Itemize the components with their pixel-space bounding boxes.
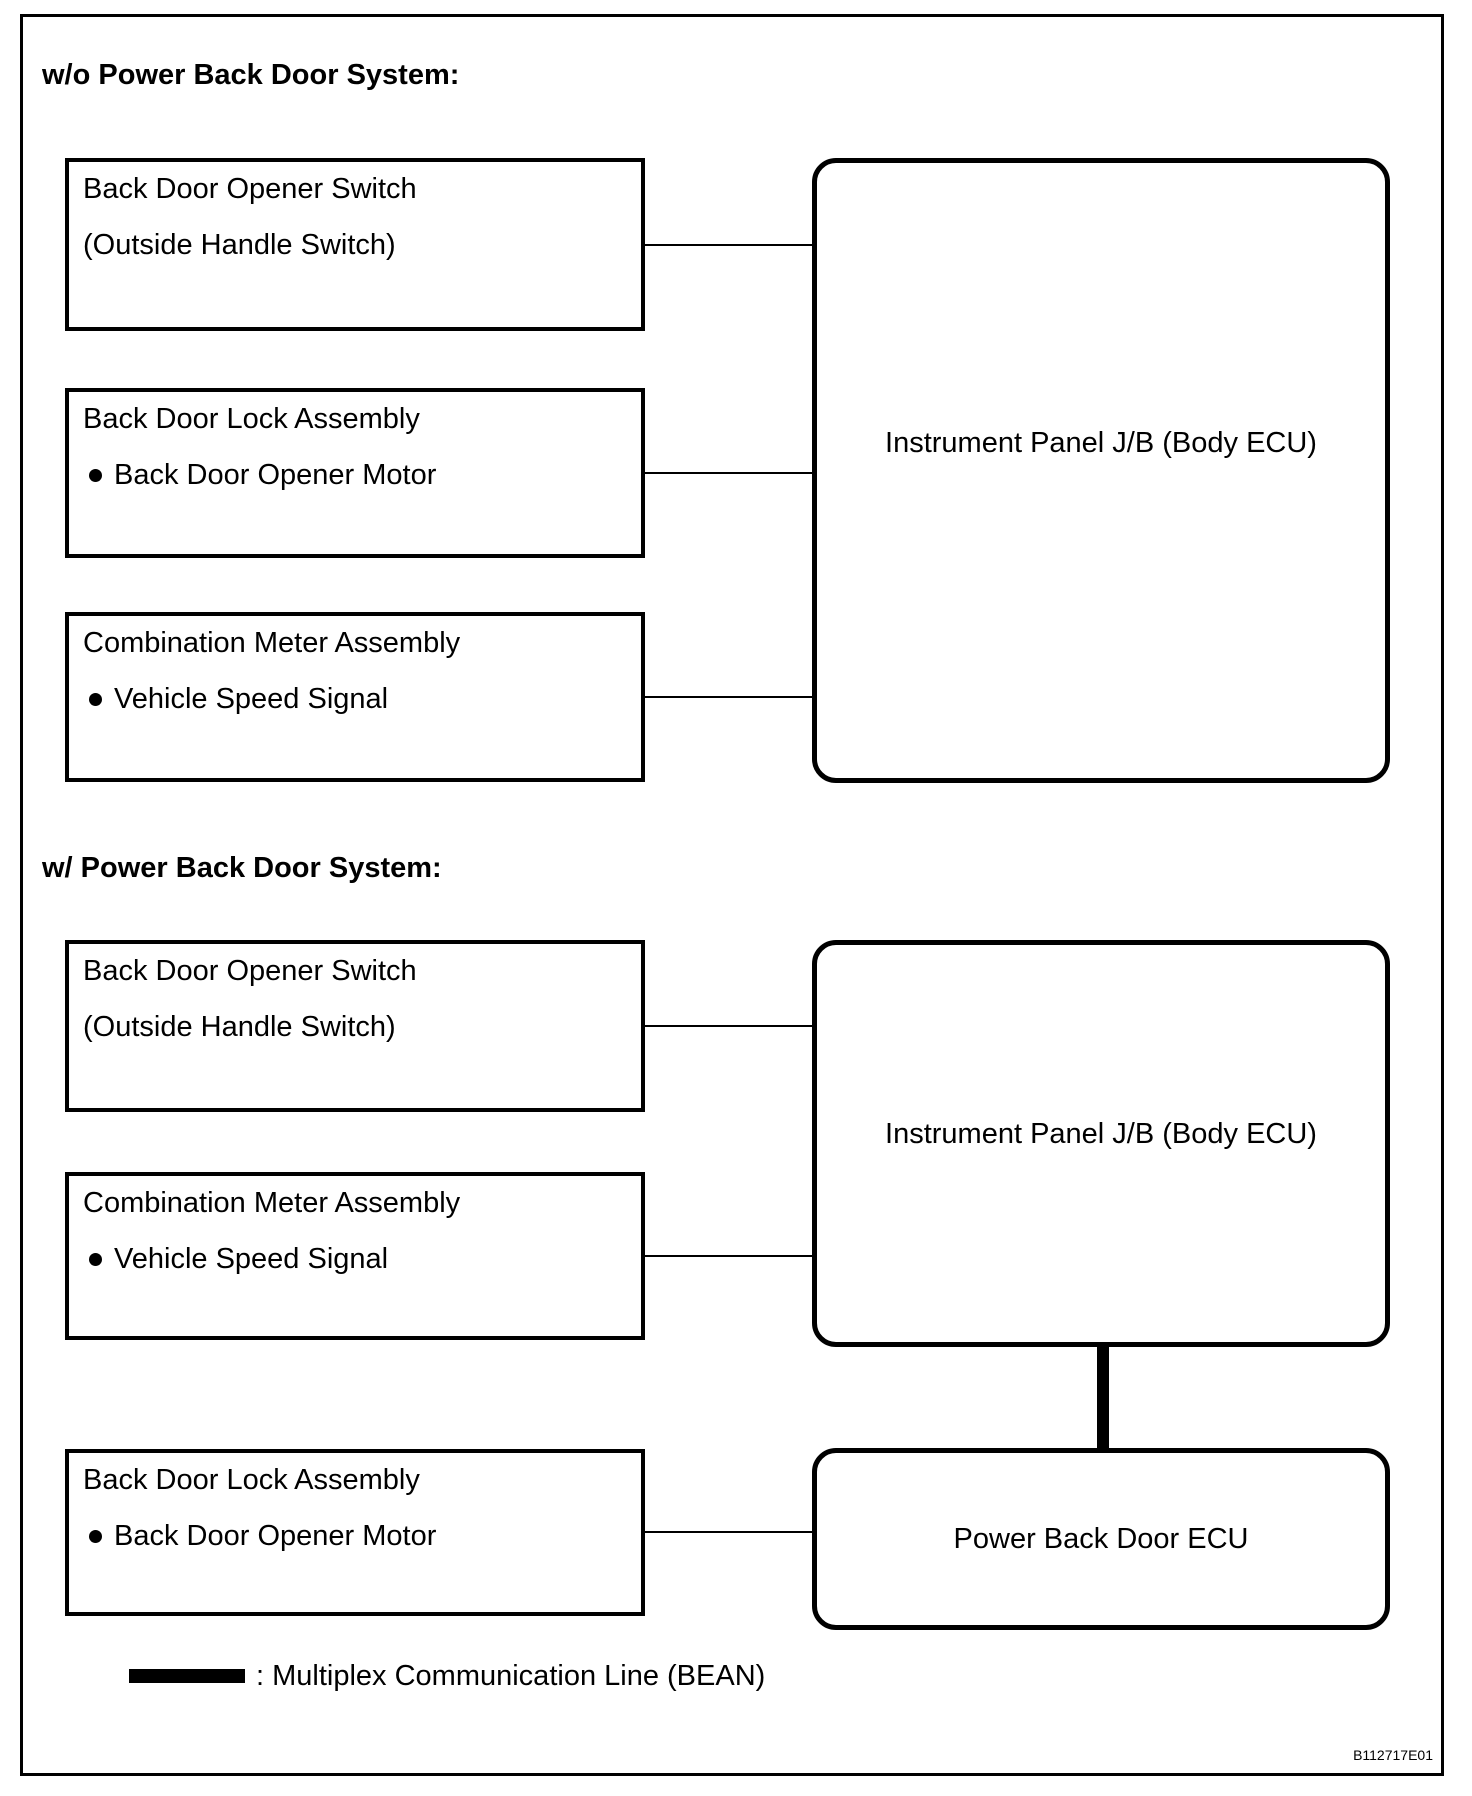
legend-label: : Multiplex Communication Line (BEAN) xyxy=(256,1660,766,1692)
box-line2: (Outside Handle Switch) xyxy=(83,229,396,261)
bullet-icon xyxy=(89,1529,102,1543)
box-back-door-opener-switch-2: Back Door Opener Switch (Outside Handle … xyxy=(65,940,645,1112)
box-line1: Back Door Lock Assembly xyxy=(83,403,420,435)
section2-title: w/ Power Back Door System: xyxy=(42,852,442,884)
wire-lock-assembly-to-power-back-door-ecu xyxy=(645,1531,812,1533)
box-line2-label: Vehicle Speed Signal xyxy=(114,683,389,715)
wire-meter-to-body-ecu-1 xyxy=(645,696,812,698)
figure-code: B112717E01 xyxy=(1353,1747,1433,1763)
box-line1: Back Door Lock Assembly xyxy=(83,1464,420,1496)
wire-lock-assembly-to-body-ecu-1 xyxy=(645,472,812,474)
box-line2-label: Vehicle Speed Signal xyxy=(114,1243,389,1275)
wire-opener-switch-to-body-ecu-2 xyxy=(645,1025,812,1027)
box-line2: Back Door Opener Motor xyxy=(89,1519,627,1553)
page-border xyxy=(20,14,1444,1776)
box-line1: Combination Meter Assembly xyxy=(83,627,461,659)
box-back-door-lock-assembly-2: Back Door Lock Assembly Back Door Opener… xyxy=(65,1449,645,1616)
ecu-box-power-back-door: Power Back Door ECU xyxy=(812,1448,1390,1630)
ecu-label: Power Back Door ECU xyxy=(953,1523,1249,1555)
bullet-icon xyxy=(89,468,102,482)
ecu-label: Instrument Panel J/B (Body ECU) xyxy=(885,426,1317,459)
ecu-label: Instrument Panel J/B (Body ECU) xyxy=(885,1117,1317,1150)
wire-opener-switch-to-body-ecu-1 xyxy=(645,244,812,246)
box-line2: Vehicle Speed Signal xyxy=(89,1242,627,1276)
ecu-box-instrument-panel-jb-1: Instrument Panel J/B (Body ECU) xyxy=(812,158,1390,783)
ecu-box-instrument-panel-jb-2: Instrument Panel J/B (Body ECU) xyxy=(812,940,1390,1347)
box-combination-meter-assembly-2: Combination Meter Assembly Vehicle Speed… xyxy=(65,1172,645,1340)
box-line2-label: Back Door Opener Motor xyxy=(114,1520,437,1552)
box-line1: Back Door Opener Switch xyxy=(83,173,417,205)
section1-title: w/o Power Back Door System: xyxy=(42,59,460,91)
multiplex-line-swatch xyxy=(129,1669,245,1683)
bullet-icon xyxy=(89,1252,102,1266)
multiplex-communication-line xyxy=(1097,1345,1109,1449)
box-combination-meter-assembly-1: Combination Meter Assembly Vehicle Speed… xyxy=(65,612,645,782)
box-line2: Back Door Opener Motor xyxy=(89,458,627,492)
wire-meter-to-body-ecu-2 xyxy=(645,1255,812,1257)
box-line2: (Outside Handle Switch) xyxy=(83,1011,396,1043)
box-line2: Vehicle Speed Signal xyxy=(89,682,627,716)
box-line1: Combination Meter Assembly xyxy=(83,1187,461,1219)
box-line1: Back Door Opener Switch xyxy=(83,955,417,987)
bullet-icon xyxy=(89,692,102,706)
box-line2-label: Back Door Opener Motor xyxy=(114,459,437,491)
box-back-door-lock-assembly-1: Back Door Lock Assembly Back Door Opener… xyxy=(65,388,645,558)
box-back-door-opener-switch-1: Back Door Opener Switch (Outside Handle … xyxy=(65,158,645,331)
